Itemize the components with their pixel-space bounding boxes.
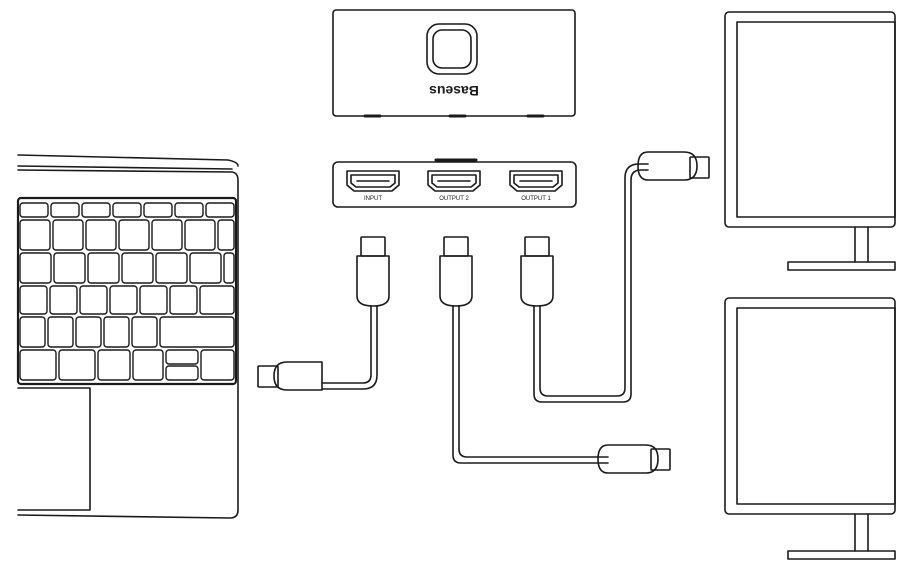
keyboard-key[interactable] [155,252,188,284]
keyboard-key[interactable] [184,219,216,251]
laptop [16,154,239,519]
hdmi-cable-input [257,236,390,391]
keyboard-key[interactable] [139,285,168,315]
keyboard-key[interactable] [19,285,48,315]
keyboard-key[interactable] [19,316,46,348]
keyboard-key[interactable] [151,219,183,251]
switch-box-top-view: Baseus [332,9,576,118]
brand-logo: Baseus [429,83,479,99]
keyboard-key[interactable] [200,349,235,381]
keyboard-key[interactable] [169,285,198,315]
hdmi-port-output2[interactable]: OUTPUT 2 [427,170,481,202]
monitor-bottom [724,297,896,560]
keyboard-key[interactable] [19,252,52,284]
keyboard-key[interactable] [109,285,138,315]
keyboard-key[interactable] [132,349,164,381]
keyboard-key[interactable] [159,316,235,348]
function-key[interactable] [205,202,235,218]
port-label-output1: OUTPUT 1 [521,196,551,202]
keyboard-key[interactable] [97,349,131,381]
keyboard-key[interactable] [52,219,84,251]
keyboard-key[interactable] [47,316,74,348]
hdmi-port-input[interactable]: INPUT [346,170,400,202]
keyboard-key[interactable] [85,219,117,251]
port-label-input: INPUT [364,196,382,202]
keyboard-key[interactable] [223,252,235,284]
keyboard [19,202,235,381]
keyboard-key[interactable] [19,219,51,251]
keyboard-key[interactable] [103,316,130,348]
hdmi-port-output1[interactable]: OUTPUT 1 [509,170,563,202]
arrow-up-key[interactable] [165,349,199,365]
function-key[interactable] [81,202,111,218]
function-key[interactable] [19,202,49,218]
keyboard-key[interactable] [49,285,78,315]
keyboard-key[interactable] [87,252,120,284]
function-key[interactable] [174,202,204,218]
keyboard-key[interactable] [131,316,158,348]
keyboard-key[interactable] [118,219,150,251]
switch-button[interactable] [426,23,478,75]
keyboard-key[interactable] [199,285,235,315]
port-panel: INPUT OUTPUT 2 OUTPUT 1 [332,158,577,208]
function-key[interactable] [143,202,173,218]
hdmi-cable-output1 [520,151,710,403]
keyboard-key[interactable] [217,219,235,251]
keyboard-key[interactable] [79,285,108,315]
touchpad[interactable] [17,387,91,511]
keyboard-key[interactable] [75,316,102,348]
function-key[interactable] [112,202,142,218]
function-key[interactable] [50,202,80,218]
arrow-down-key[interactable] [165,365,199,381]
hdmi-cable-output2 [439,236,671,474]
keyboard-key[interactable] [53,252,86,284]
keyboard-key[interactable] [19,349,57,381]
monitor-top [724,11,896,271]
port-label-output2: OUTPUT 2 [439,196,469,202]
keyboard-key[interactable] [121,252,154,284]
keyboard-key[interactable] [189,252,222,284]
keyboard-key[interactable] [58,349,96,381]
